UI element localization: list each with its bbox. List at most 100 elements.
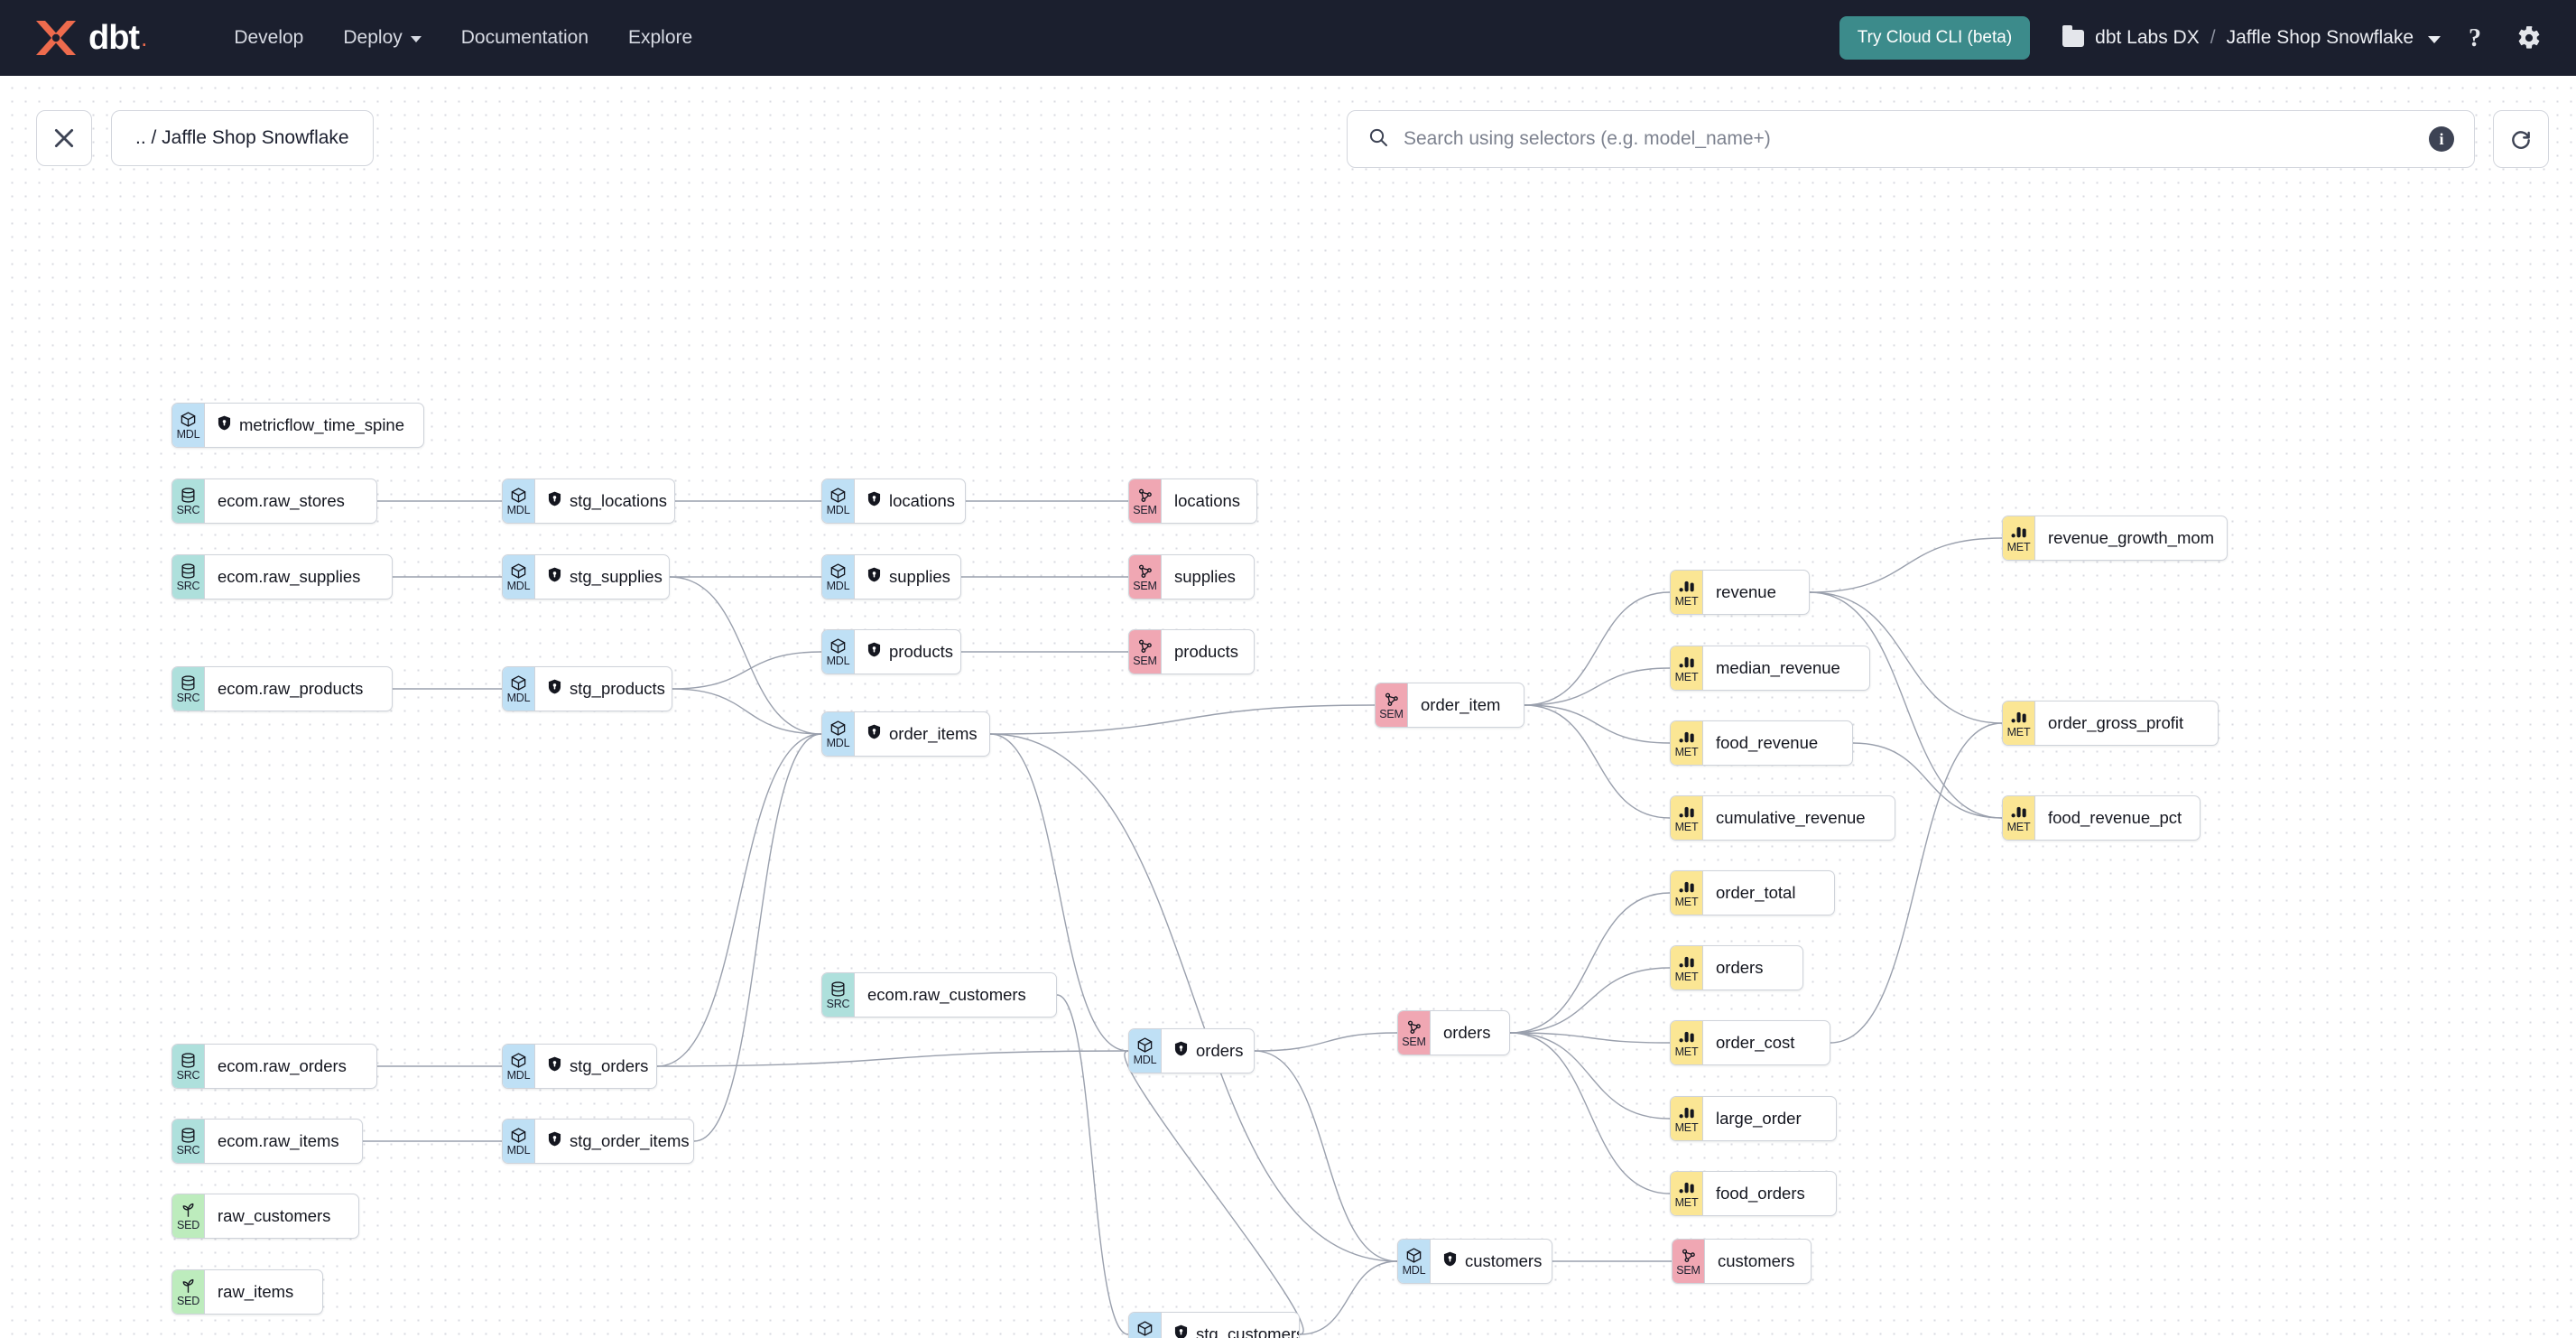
cube-icon: MDL [172,404,205,447]
node-label: orders [1443,1023,1491,1042]
bar-chart-icon: MET [1671,946,1703,990]
gear-icon[interactable] [2509,18,2549,58]
nav-item-explore[interactable]: Explore [608,18,712,58]
lineage-node-supplies[interactable]: MDL supplies [821,554,961,599]
node-type-code: MDL [826,654,850,667]
close-button[interactable] [36,110,92,166]
node-type-code: SEM [1133,503,1157,516]
lineage-edge [693,733,822,1142]
node-type-code: SEM [1133,654,1157,667]
shield-icon [1174,1324,1188,1338]
shield-icon [1174,1041,1188,1061]
node-label: order_items [889,724,978,743]
info-icon[interactable]: i [2429,126,2454,152]
node-label-wrap: food_revenue_pct [2035,796,2196,840]
node-type-code: MET [1674,745,1699,758]
nav-item-deploy[interactable]: Deploy [323,18,440,58]
try-cloud-cli-button[interactable]: Try Cloud CLI (beta) [1839,16,2031,60]
node-label-wrap: ecom.raw_orders [205,1045,361,1088]
lineage-node-met_order_cost[interactable]: MET order_cost [1670,1020,1830,1065]
refresh-button[interactable] [2493,110,2549,168]
node-label-wrap: revenue [1703,571,1791,614]
lineage-edge [656,1050,1129,1067]
node-label: supplies [889,567,950,586]
shield-icon [548,491,561,511]
node-label: food_revenue_pct [2048,808,2182,827]
lineage-node-met_food_revenue[interactable]: MET food_revenue [1670,720,1853,766]
breadcrumb[interactable]: .. / Jaffle Shop Snowflake [111,110,374,166]
network-icon: SEM [1129,555,1162,599]
node-label-wrap: products [1162,630,1253,674]
account-project-breadcrumb[interactable]: dbt Labs DX / Jaffle Shop Snowflake [2062,24,2441,49]
close-x-icon [54,128,74,148]
shield-icon [867,724,881,744]
dbt-logo[interactable]: dbt . [31,17,147,59]
shield-icon [867,567,881,587]
help-icon[interactable]: ? [2455,18,2495,58]
bar-chart-icon: MET [1671,1021,1703,1064]
lineage-edge [1524,591,1671,706]
lineage-edge [1509,1032,1671,1120]
node-type-code: MDL [826,579,850,592]
search-bar[interactable]: i [1347,110,2475,168]
lineage-node-sem_locations[interactable]: SEM locations [1128,479,1257,524]
node-label: stg_customers [1196,1324,1300,1338]
node-label-wrap: locations [1162,479,1255,523]
node-type-code: SEM [1379,707,1404,720]
node-label-wrap: order_gross_profit [2035,702,2198,745]
dbt-logo-period: . [141,24,148,51]
nav-item-documentation[interactable]: Documentation [441,18,608,58]
lineage-edge [1509,1032,1671,1044]
node-type-code: MET [1674,1045,1699,1058]
cube-icon: MDL [503,1120,535,1163]
chevron-down-icon [2428,35,2441,43]
node-label: order_cost [1716,1033,1795,1052]
lineage-node-sem_products[interactable]: SEM products [1128,629,1255,674]
lineage-canvas[interactable]: .. / Jaffle Shop Snowflake i MDLmetricfl… [0,76,2576,1338]
nav-item-develop[interactable]: Develop [214,18,323,58]
node-label-wrap: customers [1705,1240,1809,1283]
lineage-edge [672,688,822,735]
node-label-wrap: orders [1431,1011,1505,1055]
node-label: median_revenue [1716,658,1840,677]
node-type-code: MET [1674,1195,1699,1209]
search-input[interactable] [1404,128,2414,150]
node-label: locations [1174,491,1241,510]
node-label: food_revenue [1716,733,1819,752]
